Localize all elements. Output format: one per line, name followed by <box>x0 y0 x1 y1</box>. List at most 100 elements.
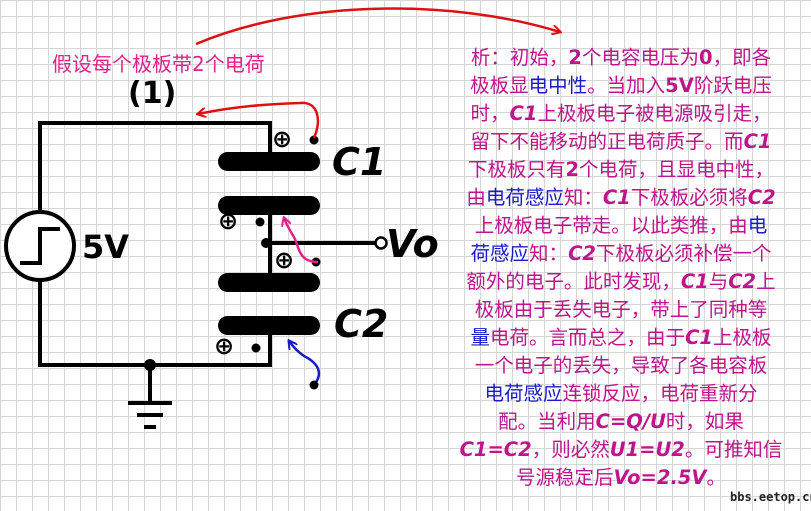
analysis-run: 电荷。言而总之，由于 <box>490 326 686 349</box>
analysis-run: C=Q/U <box>595 410 666 433</box>
analysis-run: 留下不能移动的正电荷质子。而 <box>470 130 744 153</box>
analysis-run: 时， <box>470 102 510 125</box>
analysis-run: ，即各 <box>712 46 772 69</box>
analysis-run: 时，如果 <box>665 410 744 433</box>
analysis-run: U1=U2 <box>609 438 685 461</box>
analysis-run: 配。当利用 <box>498 410 596 433</box>
ground-electron-dot <box>309 380 319 390</box>
analysis-run: 。当加入 <box>587 74 666 97</box>
source-voltage-label: 5V <box>82 228 130 266</box>
analysis-line: 极板由于丢失电子，带上了同种等 <box>440 296 802 324</box>
analysis-run: 0 <box>699 46 713 69</box>
c1-label: C1 <box>332 140 387 184</box>
watermark: bbs.eetop.cn <box>730 490 811 504</box>
analysis-line: 下极板只有2个电荷，且显电中性， <box>440 156 802 184</box>
vo-terminal <box>374 236 388 250</box>
step-label: (1) <box>128 76 177 111</box>
analysis-run: 2 <box>568 46 582 69</box>
c2-bottom-plate <box>218 316 320 335</box>
analysis-run: Vo=2.5V <box>613 466 707 489</box>
plus-charge-c2-bottom: ⊕ <box>214 332 235 360</box>
analysis-run: C1=C2 <box>459 438 532 461</box>
analysis-run: 电中性 <box>528 74 588 97</box>
analysis-run: 极板由于丢失电子，带上了同种等 <box>474 298 768 321</box>
analysis-run: C1 <box>685 326 713 349</box>
analysis-run: C1 <box>509 102 538 125</box>
electron-dot <box>251 343 261 353</box>
electron-dot <box>255 217 265 227</box>
capacitor-plates <box>218 152 320 335</box>
plus-charge-c1-bottom: ⊕ <box>218 207 239 235</box>
analysis-run: 下极板只有 <box>467 158 566 181</box>
analysis-run: 上极板电子被电源吸引走， <box>537 102 772 125</box>
analysis-run: C2 <box>728 270 757 293</box>
junction-dot-mid <box>261 238 271 248</box>
assumption-text: 假设每个极板带2个电荷 <box>52 52 265 76</box>
analysis-line: 号源稳定后Vo=2.5V。 <box>440 464 802 492</box>
analysis-run: 析：初始， <box>470 46 569 69</box>
analysis-line: 析：初始，2个电容电压为0，即各 <box>440 44 802 72</box>
analysis-run: 下极板必须将 <box>630 186 748 209</box>
analysis-run: 。可推知信 <box>684 438 783 461</box>
analysis-run: C1 <box>743 130 772 153</box>
analysis-run: 额外的电子。此时发现， <box>466 270 681 293</box>
c1-top-plate <box>218 152 320 171</box>
analysis-line: 上极板电子带走。以此类推，由电 <box>440 212 802 240</box>
analysis-run: 上 <box>756 270 776 293</box>
source-to-analysis-arrow <box>195 7 560 46</box>
analysis-line: 一个电子的丢失，导致了各电容板 <box>440 352 802 380</box>
analysis-run: C1 <box>602 186 631 209</box>
plus-charge-c2-top: ⊕ <box>274 246 295 274</box>
electron-dot <box>309 135 319 145</box>
analysis-run: ，则必然 <box>531 438 610 461</box>
analysis-run: 量 <box>470 326 491 349</box>
analysis-run: 个电容电压为 <box>581 46 699 69</box>
analysis-run: 个电荷，且显电中性， <box>579 158 775 181</box>
junction-dot-ground <box>144 359 156 371</box>
analysis-run: C1 <box>680 270 709 293</box>
analysis-line: C1=C2，则必然U1=U2。可推知信 <box>440 436 802 464</box>
c2-top-plate <box>218 273 320 292</box>
ground-electron-path-arrow <box>289 341 321 386</box>
analysis-run: 一个电子的丢失，导致了各电容板 <box>474 354 768 377</box>
analysis-line: 额外的电子。此时发现，C1与C2上 <box>440 268 802 296</box>
circuit-wires <box>38 121 376 402</box>
analysis-line: 荷感应知：C2下极板必须补偿一个 <box>440 240 802 268</box>
analysis-run: C2 <box>747 186 776 209</box>
analysis-line: 配。当利用C=Q/U时，如果 <box>440 408 802 436</box>
analysis-run: 电荷感应 <box>485 186 564 209</box>
analysis-run: 知： <box>563 186 603 209</box>
analysis-run: 上极板 <box>712 326 772 349</box>
analysis-line: 电荷感应连锁反应，电荷重新分 <box>440 380 802 408</box>
c2-top-electron-path-arrow <box>284 218 319 264</box>
top-wire <box>38 121 272 210</box>
analysis-run: 。 <box>706 466 727 489</box>
analysis-run: 由 <box>466 186 486 209</box>
analysis-run: 极板显 <box>470 74 529 97</box>
analysis-run: 与 <box>708 270 729 293</box>
analysis-run: 电 <box>747 214 768 237</box>
analysis-line: 由电荷感应知：C1下极板必须将C2 <box>440 184 802 212</box>
analysis-text: 析：初始，2个电容电压为0，即各极板显电中性。当加入5V阶跃电压时，C1上极板电… <box>440 44 802 492</box>
analysis-line: 留下不能移动的正电荷质子。而C1 <box>440 128 802 156</box>
c2-label: C2 <box>334 302 389 346</box>
c1-electron-path-arrow <box>198 101 320 139</box>
vo-label: Vo <box>386 222 439 266</box>
analysis-run: 上极板电子带走。以此类推，由 <box>474 214 748 237</box>
step-source <box>4 210 76 282</box>
step-icon <box>20 227 60 265</box>
analysis-run: 荷感应 <box>470 242 530 265</box>
plus-charge-c1-top: ⊕ <box>272 125 293 153</box>
analysis-run: 知： <box>529 242 569 265</box>
analysis-run: 2 <box>565 158 580 181</box>
analysis-run: 下极板必须补偿一个 <box>595 242 772 265</box>
analysis-run: 号源稳定后 <box>515 466 614 489</box>
analysis-run: 阶跃电压 <box>693 74 772 97</box>
analysis-run: 连锁反应，电荷重新分 <box>562 382 758 405</box>
analysis-line: 时，C1上极板电子被电源吸引走， <box>440 100 802 128</box>
c1-bottom-plate <box>218 196 320 215</box>
analysis-line: 量电荷。言而总之，由于C1上极板 <box>440 324 802 352</box>
ground-symbol <box>128 401 172 429</box>
